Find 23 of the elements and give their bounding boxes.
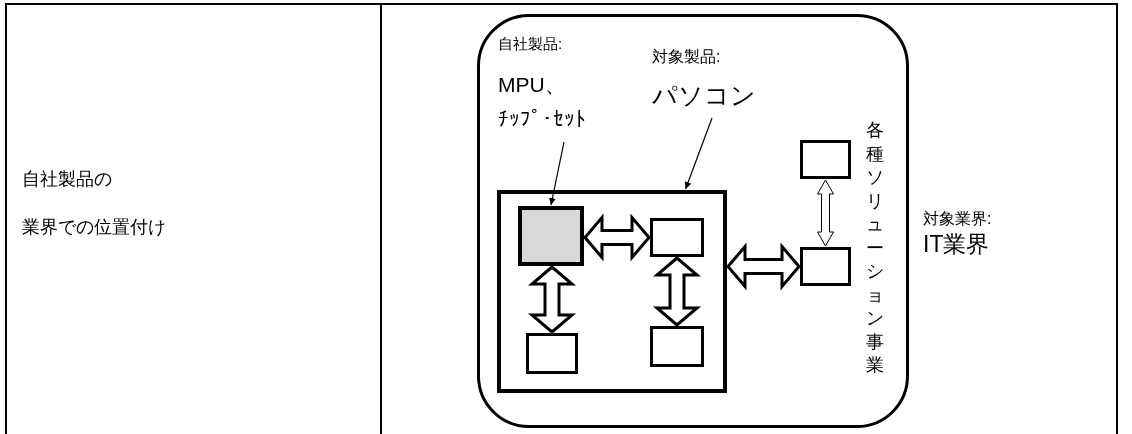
- component-box: [800, 247, 851, 286]
- double-arrow: [583, 213, 651, 262]
- area-label: IT業界: [923, 232, 990, 258]
- cell-text: 自社製品の業界での位置付け: [22, 168, 166, 239]
- component-box: [526, 333, 578, 374]
- system-box: [497, 190, 727, 393]
- leader-arrow: [684, 117, 713, 190]
- component-box: [518, 206, 584, 266]
- component-box: [650, 326, 704, 367]
- callout-heading: 自社製品:: [498, 36, 563, 53]
- component-box: [800, 140, 851, 179]
- callout-text: MPU、ﾁｯﾌﾟ･ｾｯﾄ: [498, 72, 586, 132]
- leader-arrow: [549, 141, 565, 206]
- area-heading: 対象業界:: [923, 210, 992, 228]
- vertical-label: 各種ソリューション事業: [865, 119, 885, 377]
- double-arrow: [726, 242, 801, 291]
- double-arrow: [817, 179, 834, 247]
- callout-heading: 対象製品:: [652, 48, 721, 66]
- callout-text: パソコン: [652, 82, 756, 110]
- rounded-frame: [477, 14, 909, 428]
- double-arrow: [652, 256, 702, 327]
- component-box: [650, 218, 704, 257]
- double-arrow: [527, 265, 577, 334]
